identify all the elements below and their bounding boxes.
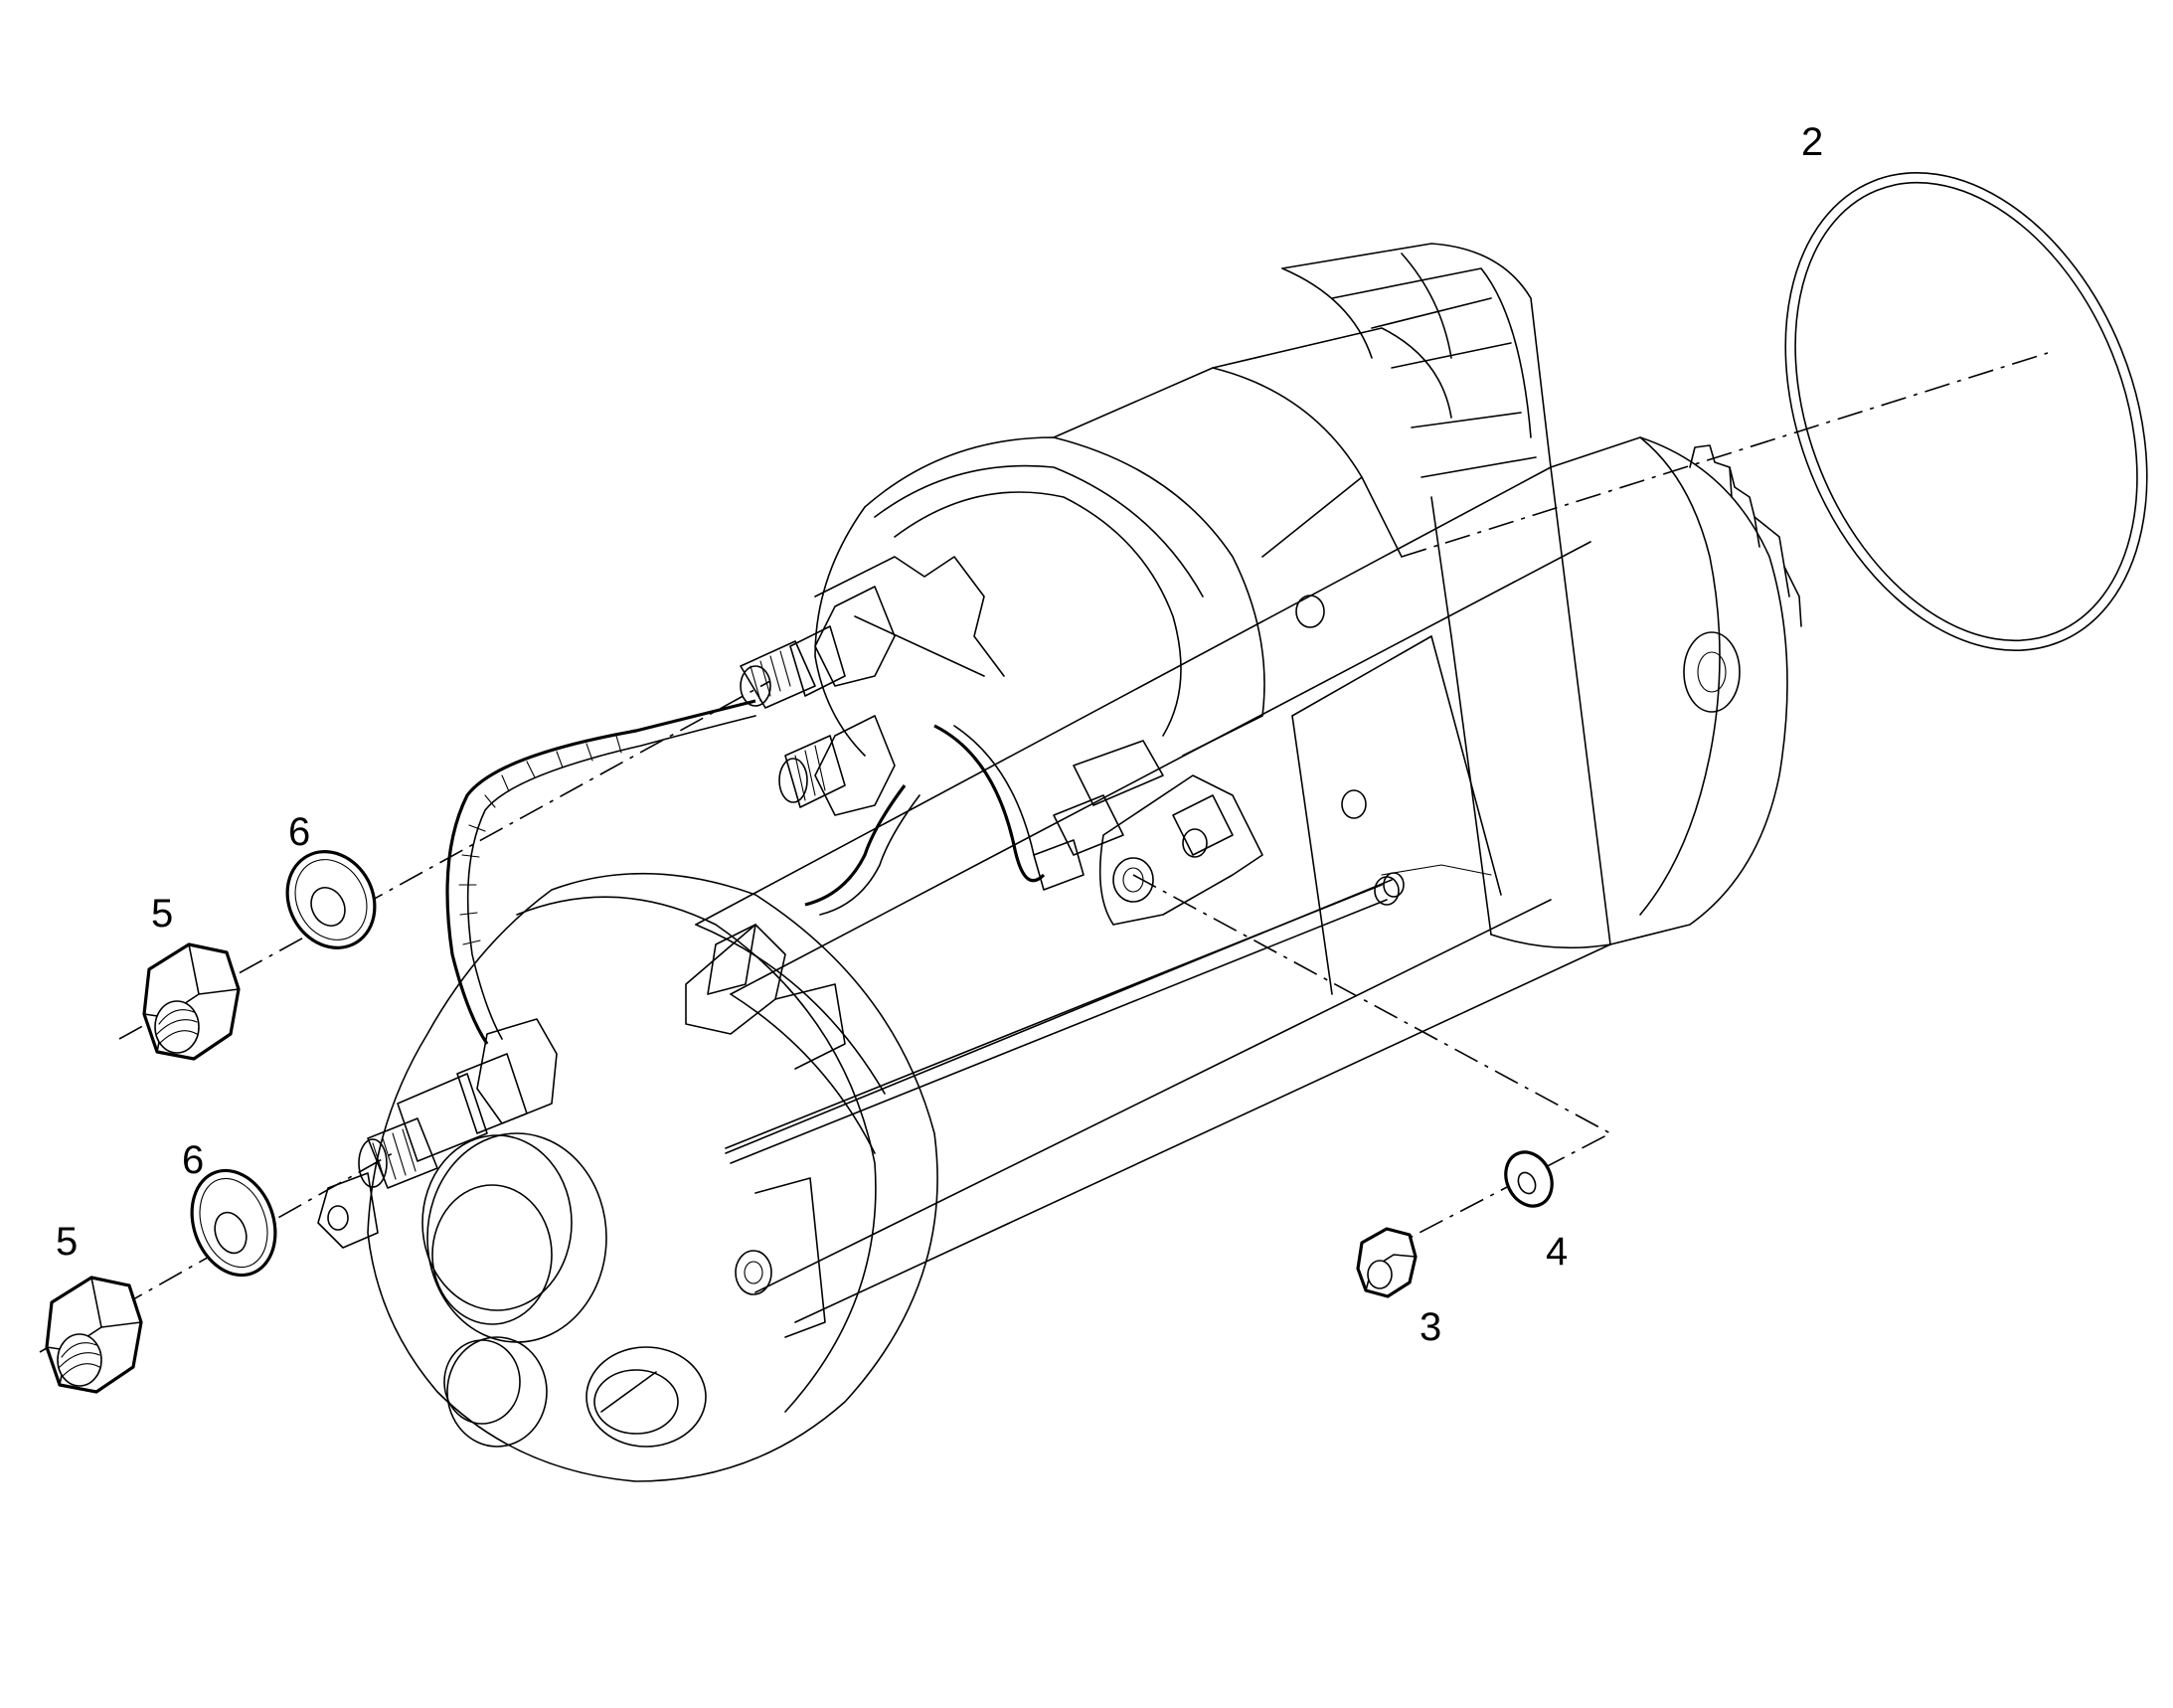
field-frame	[695, 466, 1611, 1323]
washer-part-6-upper	[285, 850, 377, 949]
washer-part-6-lower	[190, 1168, 277, 1278]
braided-cable	[445, 699, 756, 1045]
callout-5-lower: 5	[56, 1220, 78, 1264]
nose-housing	[1490, 436, 1802, 949]
axis-main-to-oring	[1401, 352, 2049, 558]
washer-part-4	[1504, 1150, 1554, 1208]
solenoid-terminal-top	[740, 586, 896, 709]
o-ring-part-2	[1784, 172, 2148, 651]
callout-3: 3	[1420, 1305, 1441, 1349]
callout-5-upper: 5	[151, 892, 173, 936]
callout-6-lower: 6	[182, 1138, 204, 1182]
callout-4: 4	[1546, 1230, 1568, 1274]
explode-axis-lines	[39, 352, 2049, 1353]
solenoid	[814, 243, 1552, 757]
end-housing	[367, 872, 938, 1482]
hex-nut-part-3	[1356, 1227, 1418, 1298]
axis-top-stud	[118, 680, 771, 1040]
hex-nut-part-5-lower	[45, 1276, 143, 1394]
callout-2: 2	[1801, 120, 1823, 164]
callout-labels: 2 3 4 5 6 5 6	[56, 120, 1823, 1349]
through-bolt	[725, 872, 1405, 1154]
hex-nut-part-5-upper	[142, 942, 241, 1061]
solenoid-terminal-mid	[778, 715, 896, 816]
front-terminal-stud	[317, 1018, 558, 1249]
starter-motor-assembly	[317, 243, 1802, 1482]
callout-6-upper: 6	[288, 810, 310, 854]
wire-harness	[804, 724, 1263, 926]
